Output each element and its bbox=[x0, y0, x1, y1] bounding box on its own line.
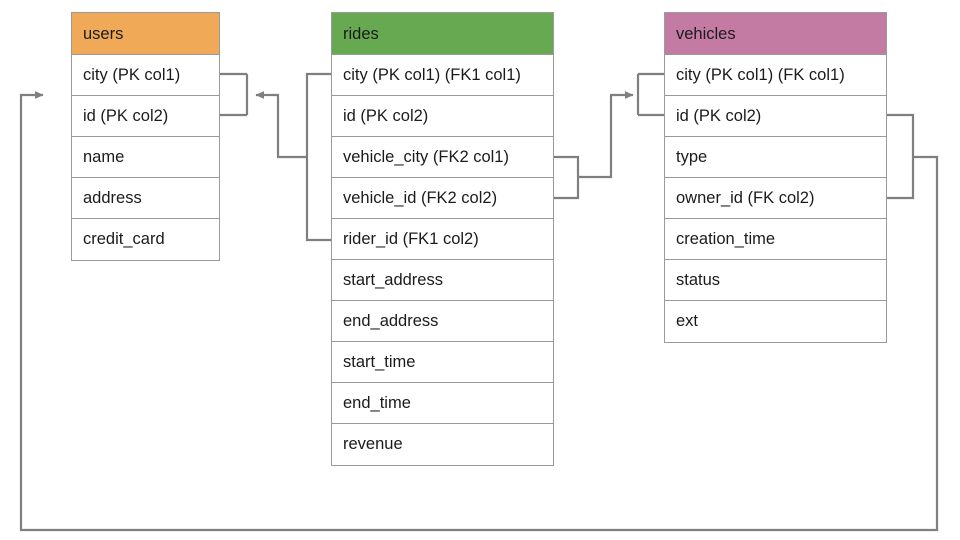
field-rides-end-address[interactable]: end_address bbox=[332, 301, 553, 342]
field-rides-vehicle-id[interactable]: vehicle_id (FK2 col2) bbox=[332, 178, 553, 219]
field-users-id[interactable]: id (PK col2) bbox=[72, 96, 219, 137]
entity-rides-title: rides bbox=[343, 25, 379, 43]
field-rides-start-address[interactable]: start_address bbox=[332, 260, 553, 301]
connector-rides-fk1-users bbox=[220, 72, 331, 242]
field-vehicles-owner-id[interactable]: owner_id (FK col2) bbox=[665, 178, 886, 219]
entity-rides[interactable]: rides city (PK col1) (FK1 col1) id (PK c… bbox=[331, 12, 554, 466]
field-rides-end-time[interactable]: end_time bbox=[332, 383, 553, 424]
entity-vehicles[interactable]: vehicles city (PK col1) (FK col1) id (PK… bbox=[664, 12, 887, 343]
field-users-city[interactable]: city (PK col1) bbox=[72, 55, 219, 96]
field-vehicles-type[interactable]: type bbox=[665, 137, 886, 178]
field-rides-start-time[interactable]: start_time bbox=[332, 342, 553, 383]
field-vehicles-creation-time[interactable]: creation_time bbox=[665, 219, 886, 260]
field-users-name[interactable]: name bbox=[72, 137, 219, 178]
entity-users-header: users bbox=[72, 13, 219, 55]
field-rides-rider-id[interactable]: rider_id (FK1 col2) bbox=[332, 219, 553, 260]
field-users-address[interactable]: address bbox=[72, 178, 219, 219]
field-users-credit-card[interactable]: credit_card bbox=[83, 230, 165, 248]
entity-users-title: users bbox=[83, 25, 124, 43]
entity-rides-header: rides bbox=[332, 13, 553, 55]
field-rides-revenue[interactable]: revenue bbox=[343, 435, 403, 453]
entity-vehicles-header: vehicles bbox=[665, 13, 886, 55]
field-vehicles-status[interactable]: status bbox=[665, 260, 886, 301]
field-rides-city[interactable]: city (PK col1) (FK1 col1) bbox=[332, 55, 553, 96]
field-rides-vehicle-city[interactable]: vehicle_city (FK2 col1) bbox=[332, 137, 553, 178]
connector-rides-fk2-vehicles bbox=[554, 72, 664, 200]
entity-users[interactable]: users city (PK col1) id (PK col2) name a… bbox=[71, 12, 220, 261]
field-rides-id[interactable]: id (PK col2) bbox=[332, 96, 553, 137]
field-vehicles-id[interactable]: id (PK col2) bbox=[665, 96, 886, 137]
entity-vehicles-title: vehicles bbox=[676, 25, 736, 43]
field-vehicles-ext[interactable]: ext bbox=[676, 312, 699, 330]
field-vehicles-city[interactable]: city (PK col1) (FK col1) bbox=[665, 55, 886, 96]
